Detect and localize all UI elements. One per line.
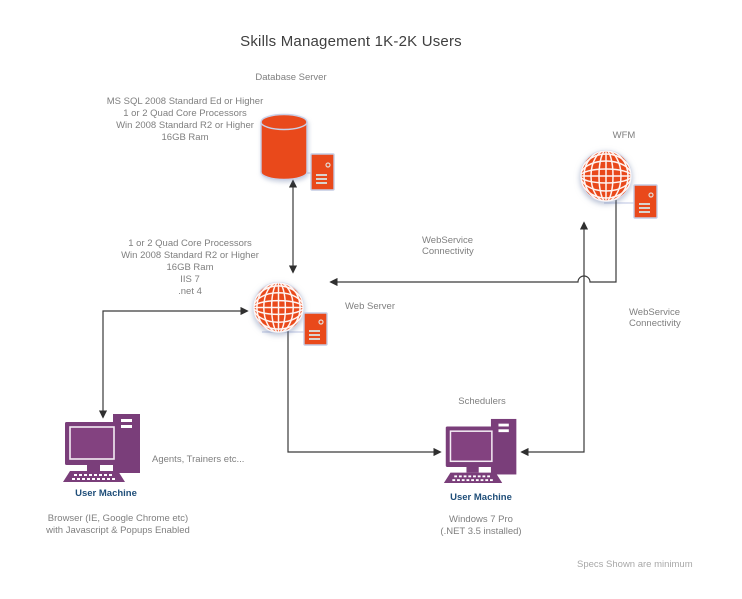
- arrow-webserver-agentmachine: [98, 306, 249, 419]
- wfm-unit-server-box-icon: [633, 184, 658, 219]
- scheduler-role-label: Schedulers: [458, 396, 506, 407]
- web-server-specs: 1 or 2 Quad Core Processors Win 2008 Sta…: [121, 238, 259, 297]
- wfm-label: WFM: [612, 130, 636, 141]
- wfm-globe-icon: [578, 148, 634, 204]
- specs-footnote: Specs Shown are minimum: [577, 559, 693, 570]
- web-unit-server-box-icon: [303, 312, 328, 346]
- web-server-globe-icon: [251, 280, 306, 335]
- scheduler-user-machine-icon: [442, 415, 522, 485]
- agent-role-label: Agents, Trainers etc...: [152, 454, 245, 465]
- database-server-label: Database Server: [255, 72, 327, 83]
- agent-user-machine-icon: [61, 410, 146, 484]
- arrow-wfm-scheduler: [520, 221, 589, 457]
- webservice-connectivity-label-top: WebService Connectivity: [422, 235, 474, 257]
- page-title: Skills Management 1K-2K Users: [240, 33, 462, 50]
- web-server-label: Web Server: [345, 301, 395, 312]
- database-cylinder-icon: [259, 113, 309, 183]
- agent-user-machine-label: User Machine: [75, 488, 137, 499]
- database-unit-server-box-icon: [310, 153, 335, 191]
- scheduler-machine-specs: Windows 7 Pro (.NET 3.5 installed): [440, 514, 522, 537]
- webservice-connectivity-label-right: WebService Connectivity: [629, 307, 681, 329]
- database-server-specs: MS SQL 2008 Standard Ed or Higher 1 or 2…: [106, 96, 264, 143]
- scheduler-user-machine-label: User Machine: [450, 492, 512, 503]
- agent-machine-specs: Browser (IE, Google Chrome etc) with Jav…: [46, 513, 190, 536]
